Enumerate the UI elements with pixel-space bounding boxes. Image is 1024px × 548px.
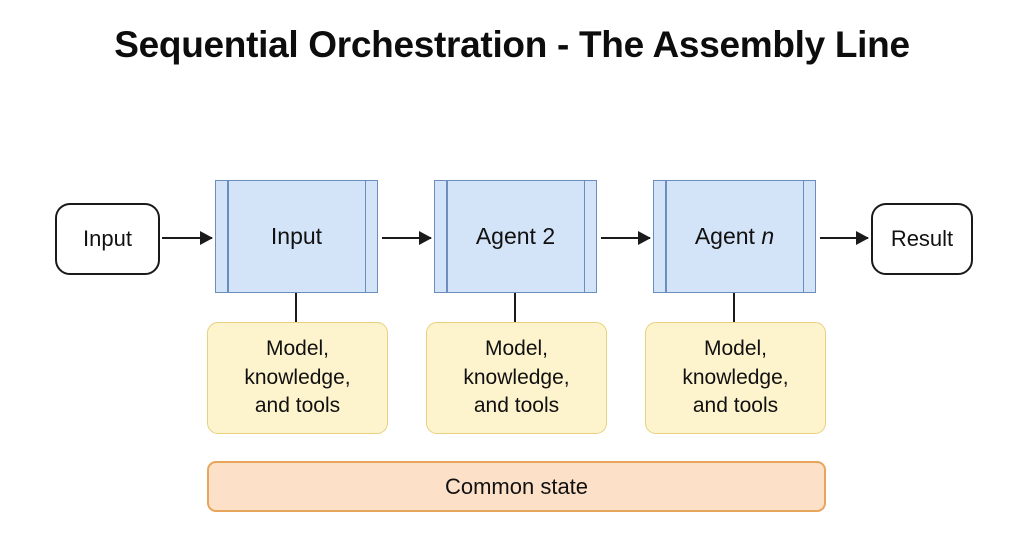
connector-agent2-to-resource2 xyxy=(514,293,516,323)
resource-card-1-line1: Model, xyxy=(265,337,330,361)
node-agent-n-label: Agent n xyxy=(694,223,775,249)
resource-card-3-line1: Model, xyxy=(703,337,768,361)
page-title: Sequential Orchestration - The Assembly … xyxy=(114,24,910,65)
resource-card-2-line1: Model, xyxy=(484,337,549,361)
node-agent-1: Input xyxy=(215,180,378,293)
process-bar-right-icon xyxy=(802,181,804,292)
resource-card-2-line3: and tools xyxy=(473,394,560,418)
resource-card-2: Model, knowledge, and tools xyxy=(426,322,607,434)
node-result-end: Result xyxy=(871,203,973,275)
node-result-end-label: Result xyxy=(890,226,954,251)
resource-card-3: Model, knowledge, and tools xyxy=(645,322,826,434)
node-agent-2-label: Agent 2 xyxy=(475,223,556,249)
resource-card-3-line2: knowledge, xyxy=(682,365,789,389)
process-bar-left-icon xyxy=(665,181,667,292)
node-agent-1-label: Input xyxy=(270,223,323,249)
connector-agentn-to-resourcen xyxy=(733,293,735,323)
process-bar-left-icon xyxy=(446,181,448,292)
resource-card-3-line3: and tools xyxy=(692,394,779,418)
node-input-start-label: Input xyxy=(83,226,132,251)
arrow-agentn-to-result xyxy=(820,237,868,239)
common-state-label: Common state xyxy=(444,473,589,499)
common-state-bar: Common state xyxy=(207,461,826,512)
node-agent-2: Agent 2 xyxy=(434,180,597,293)
process-bar-left-icon xyxy=(227,181,229,292)
node-agent-n: Agent n xyxy=(653,180,816,293)
process-bar-right-icon xyxy=(583,181,585,292)
arrow-start-to-agent1 xyxy=(162,237,212,239)
resource-card-1: Model, knowledge, and tools xyxy=(207,322,388,434)
connector-agent1-to-resource1 xyxy=(295,293,297,323)
resource-card-2-line2: knowledge, xyxy=(463,365,570,389)
arrow-agent1-to-agent2 xyxy=(382,237,431,239)
arrow-agent2-to-agentn xyxy=(601,237,650,239)
process-bar-right-icon xyxy=(364,181,366,292)
resource-card-1-line2: knowledge, xyxy=(244,365,351,389)
node-input-start: Input xyxy=(55,203,160,275)
resource-card-1-line3: and tools xyxy=(254,394,341,418)
